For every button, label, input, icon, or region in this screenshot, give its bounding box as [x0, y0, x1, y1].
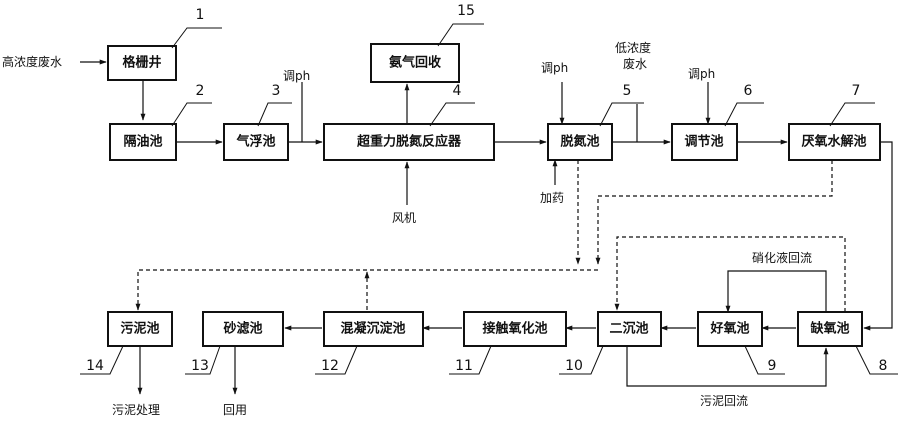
num-2: 2	[196, 83, 205, 99]
label-reuse: 回用	[223, 403, 247, 417]
unit-3-label: 气浮池	[236, 134, 275, 150]
unit-1-grating-well: 格栅井	[107, 45, 177, 81]
unit-14-sludge-tank: 污泥池	[107, 311, 173, 347]
num-1: 1	[196, 7, 205, 23]
label-sludge-treatment: 污泥处理	[112, 403, 160, 417]
unit-8-label: 缺氧池	[809, 321, 849, 337]
num-9: 9	[768, 358, 777, 374]
unit-4-supergravity-reactor: 超重力脱氮反应器	[323, 123, 495, 161]
num-11: 11	[455, 358, 473, 374]
label-adjust-ph-5: 调ph	[541, 61, 568, 75]
unit-13-sand-filter: 砂滤池	[202, 311, 284, 347]
num-15: 15	[457, 3, 475, 19]
unit-5-denitrogen: 脱氮池	[547, 123, 613, 161]
unit-14-label: 污泥池	[120, 321, 159, 337]
num-10: 10	[565, 358, 583, 374]
arrow-7-to-8	[863, 141, 893, 331]
unit-13-label: 砂滤池	[222, 321, 262, 337]
unit-12-label: 混凝沉淀池	[340, 321, 405, 337]
unit-7-anaerobic-hydrolysis: 厌氧水解池	[788, 123, 881, 161]
label-high-concentration-wastewater: 高浓度废水	[2, 54, 62, 69]
label-low-concentration-line2: 废水	[623, 56, 647, 71]
label-low-concentration-line1: 低浓度	[615, 40, 651, 55]
unit-12-coagulation-sedimentation: 混凝沉淀池	[323, 311, 424, 347]
unit-15-ammonia-recovery: 氨气回收	[370, 43, 460, 83]
unit-10-label: 二沉池	[609, 321, 648, 337]
sludge-7-route	[595, 160, 833, 265]
label-add-agent: 加药	[540, 191, 564, 205]
unit-7-label: 厌氧水解池	[801, 134, 866, 150]
unit-10-secondary-clarifier: 二沉池	[597, 311, 662, 347]
unit-8-anoxic: 缺氧池	[797, 311, 863, 347]
sludge-lines	[135, 160, 846, 312]
num-12: 12	[321, 358, 339, 374]
num-6: 6	[744, 83, 753, 99]
num-14: 14	[86, 358, 104, 374]
sludge-main-line	[135, 269, 598, 311]
unit-2-oil-separator: 隔油池	[109, 123, 177, 161]
label-adjust-ph-6: 调ph	[688, 67, 715, 81]
unit-4-label: 超重力脱氮反应器	[357, 134, 462, 150]
num-13: 13	[191, 358, 209, 374]
unit-6-label: 调节池	[684, 134, 723, 150]
flow-lines	[80, 59, 893, 395]
unit-2-label: 隔油池	[123, 134, 162, 150]
unit-15-label: 氨气回收	[388, 55, 442, 71]
unit-6-regulating: 调节池	[671, 123, 738, 161]
num-3: 3	[272, 83, 281, 99]
sludge-8-route	[614, 236, 846, 312]
unit-9-aerobic: 好氧池	[697, 311, 763, 347]
num-4: 4	[453, 83, 462, 99]
num-5: 5	[623, 83, 632, 99]
unit-11-contact-oxidation: 接触氧化池	[463, 311, 567, 347]
num-7: 7	[852, 83, 861, 99]
number-leaders	[80, 23, 898, 375]
label-fan: 风机	[392, 211, 416, 225]
unit-3-flotation: 气浮池	[223, 123, 289, 161]
flow-annotations: 高浓度废水 调ph 风机 调ph 加药 低浓度 废水 调ph 硝化液回流 污泥回…	[2, 40, 812, 417]
unit-5-label: 脱氮池	[560, 134, 599, 150]
arrow-sludge-return	[626, 346, 829, 387]
unit-11-label: 接触氧化池	[482, 321, 547, 337]
unit-1-label: 格栅井	[122, 55, 161, 71]
label-adjust-ph-3: 调ph	[283, 69, 310, 83]
arrow-nitrate-return	[725, 270, 827, 313]
num-8: 8	[879, 358, 888, 374]
label-sludge-return: 污泥回流	[700, 394, 748, 408]
label-nitrate-return: 硝化液回流	[752, 250, 812, 265]
reference-numbers: 1 15 2 3 4 5 6 7 14 13 12 11 10 9 8	[86, 3, 887, 374]
unit-9-label: 好氧池	[709, 321, 749, 337]
